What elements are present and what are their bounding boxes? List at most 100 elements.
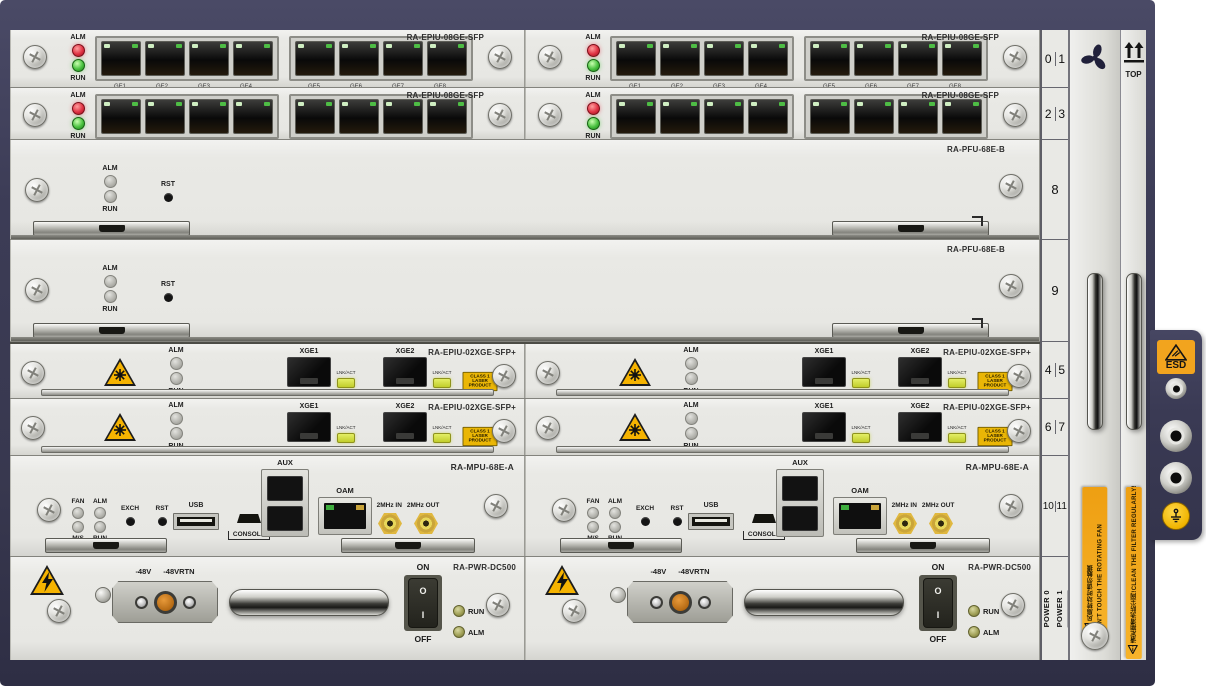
alm-led [684,412,698,425]
captive-screw-icon [1007,364,1031,388]
esd-jack[interactable] [1160,420,1192,452]
rj45-port[interactable] [748,41,788,76]
reset-button[interactable] [163,193,173,202]
fan-tray-handle[interactable] [1087,273,1103,430]
pull-handle[interactable] [229,589,389,616]
rj45-port[interactable] [616,99,656,134]
captive-screw-icon [999,274,1023,298]
sfp-plus-port[interactable] [383,412,427,442]
rj45-port[interactable] [704,99,744,134]
aux-rj45-port[interactable] [782,475,818,501]
rj45-port[interactable] [339,41,379,76]
dc-power-connector[interactable] [627,581,733,623]
rj45-port[interactable] [854,41,894,76]
ejector-latch[interactable] [560,538,682,553]
rj45-port[interactable] [383,99,423,134]
sfp-plus-port[interactable] [383,357,427,387]
rj45-port[interactable] [101,99,141,134]
rj45-port[interactable] [854,99,894,134]
alm-label: ALM [683,347,699,354]
small-screw-icon [95,587,111,603]
rj45-port[interactable] [145,99,185,134]
sfp-plus-port[interactable] [802,412,846,442]
dc-input-cluster: -48V -48VRTN [624,567,736,623]
rj45-port[interactable] [942,41,982,76]
rj45-port[interactable] [233,41,273,76]
usb-port[interactable] [688,513,734,530]
ejector-latch[interactable] [832,323,989,338]
ejector-latch[interactable] [45,538,167,553]
rj45-port[interactable] [660,41,700,76]
lnkact-label: LNK/ACT [432,425,452,431]
console-port[interactable] [237,514,261,523]
card-name: RA-EPIU-08GE-SFP [921,33,999,42]
aux-rj45-port[interactable] [782,505,818,531]
esd-jack[interactable] [1160,462,1192,494]
exch-button[interactable] [125,517,135,526]
ejector-latch[interactable] [33,221,190,236]
rj45-port[interactable] [101,41,141,76]
rj45-port[interactable] [704,41,744,76]
ejector-latch[interactable] [856,538,990,553]
alm-led [453,626,465,638]
aux-cluster: AUX [259,458,311,537]
rj45-port[interactable] [616,41,656,76]
reset-button[interactable] [157,517,167,526]
rj45-port[interactable] [660,99,700,134]
esd-jack-small[interactable] [1165,378,1187,399]
rj45-port[interactable] [233,99,273,134]
rj45-port[interactable] [810,41,850,76]
ejector-latch[interactable] [341,538,475,553]
rj45-port[interactable] [145,41,185,76]
aux-rj45-port[interactable] [267,505,303,531]
rj45-port[interactable] [295,41,335,76]
rj45-port[interactable] [898,41,938,76]
run-led [71,117,85,130]
reset-button[interactable] [163,293,173,302]
2mhz-out-connector[interactable] [414,513,438,534]
sfp-plus-port[interactable] [898,412,942,442]
ejector-latch[interactable] [832,221,989,236]
aux-label: AUX [792,458,808,467]
2mhz-in-connector[interactable] [378,513,402,534]
rj45-port[interactable] [427,99,467,134]
sfp-plus-port[interactable] [802,357,846,387]
sfp-plus-port[interactable] [287,357,331,387]
rj45-port[interactable] [810,99,850,134]
captive-screw-icon [21,416,45,440]
sfp-plus-port[interactable] [898,357,942,387]
oam-label: OAM [851,486,869,495]
console-port[interactable] [752,514,776,523]
slot-label-power: POWER 0 POWER 1 [1042,557,1068,660]
aux-rj45-port[interactable] [267,475,303,501]
rj45-port[interactable] [339,99,379,134]
oam-rj45-port[interactable] [839,503,881,529]
2mhz-out-connector[interactable] [929,513,953,534]
usb-port[interactable] [173,513,219,530]
rj45-port[interactable] [427,41,467,76]
sfp-plus-port[interactable] [287,412,331,442]
dc-power-connector[interactable] [112,581,218,623]
rj45-port[interactable] [189,41,229,76]
rj45-port[interactable] [295,99,335,134]
2mhz-in-connector[interactable] [893,513,917,534]
rj45-port[interactable] [189,99,229,134]
fan-tray-handle[interactable] [1125,273,1142,430]
oam-rj45-port[interactable] [324,503,366,529]
rj45-port[interactable] [748,99,788,134]
exch-button[interactable] [640,517,650,526]
rj45-port[interactable] [942,99,982,134]
alm-label: ALM [607,498,623,505]
top-mark-strip: TOP 请定期清洗防尘网!CLEAN THE FILTER REGULARLY! [1120,30,1146,660]
ejector-latch[interactable] [33,323,190,338]
pull-handle[interactable] [744,589,904,616]
rj45-port[interactable] [898,99,938,134]
reset-button[interactable] [672,517,682,526]
port-label: GE6 [864,84,877,88]
rj45-port[interactable] [383,41,423,76]
